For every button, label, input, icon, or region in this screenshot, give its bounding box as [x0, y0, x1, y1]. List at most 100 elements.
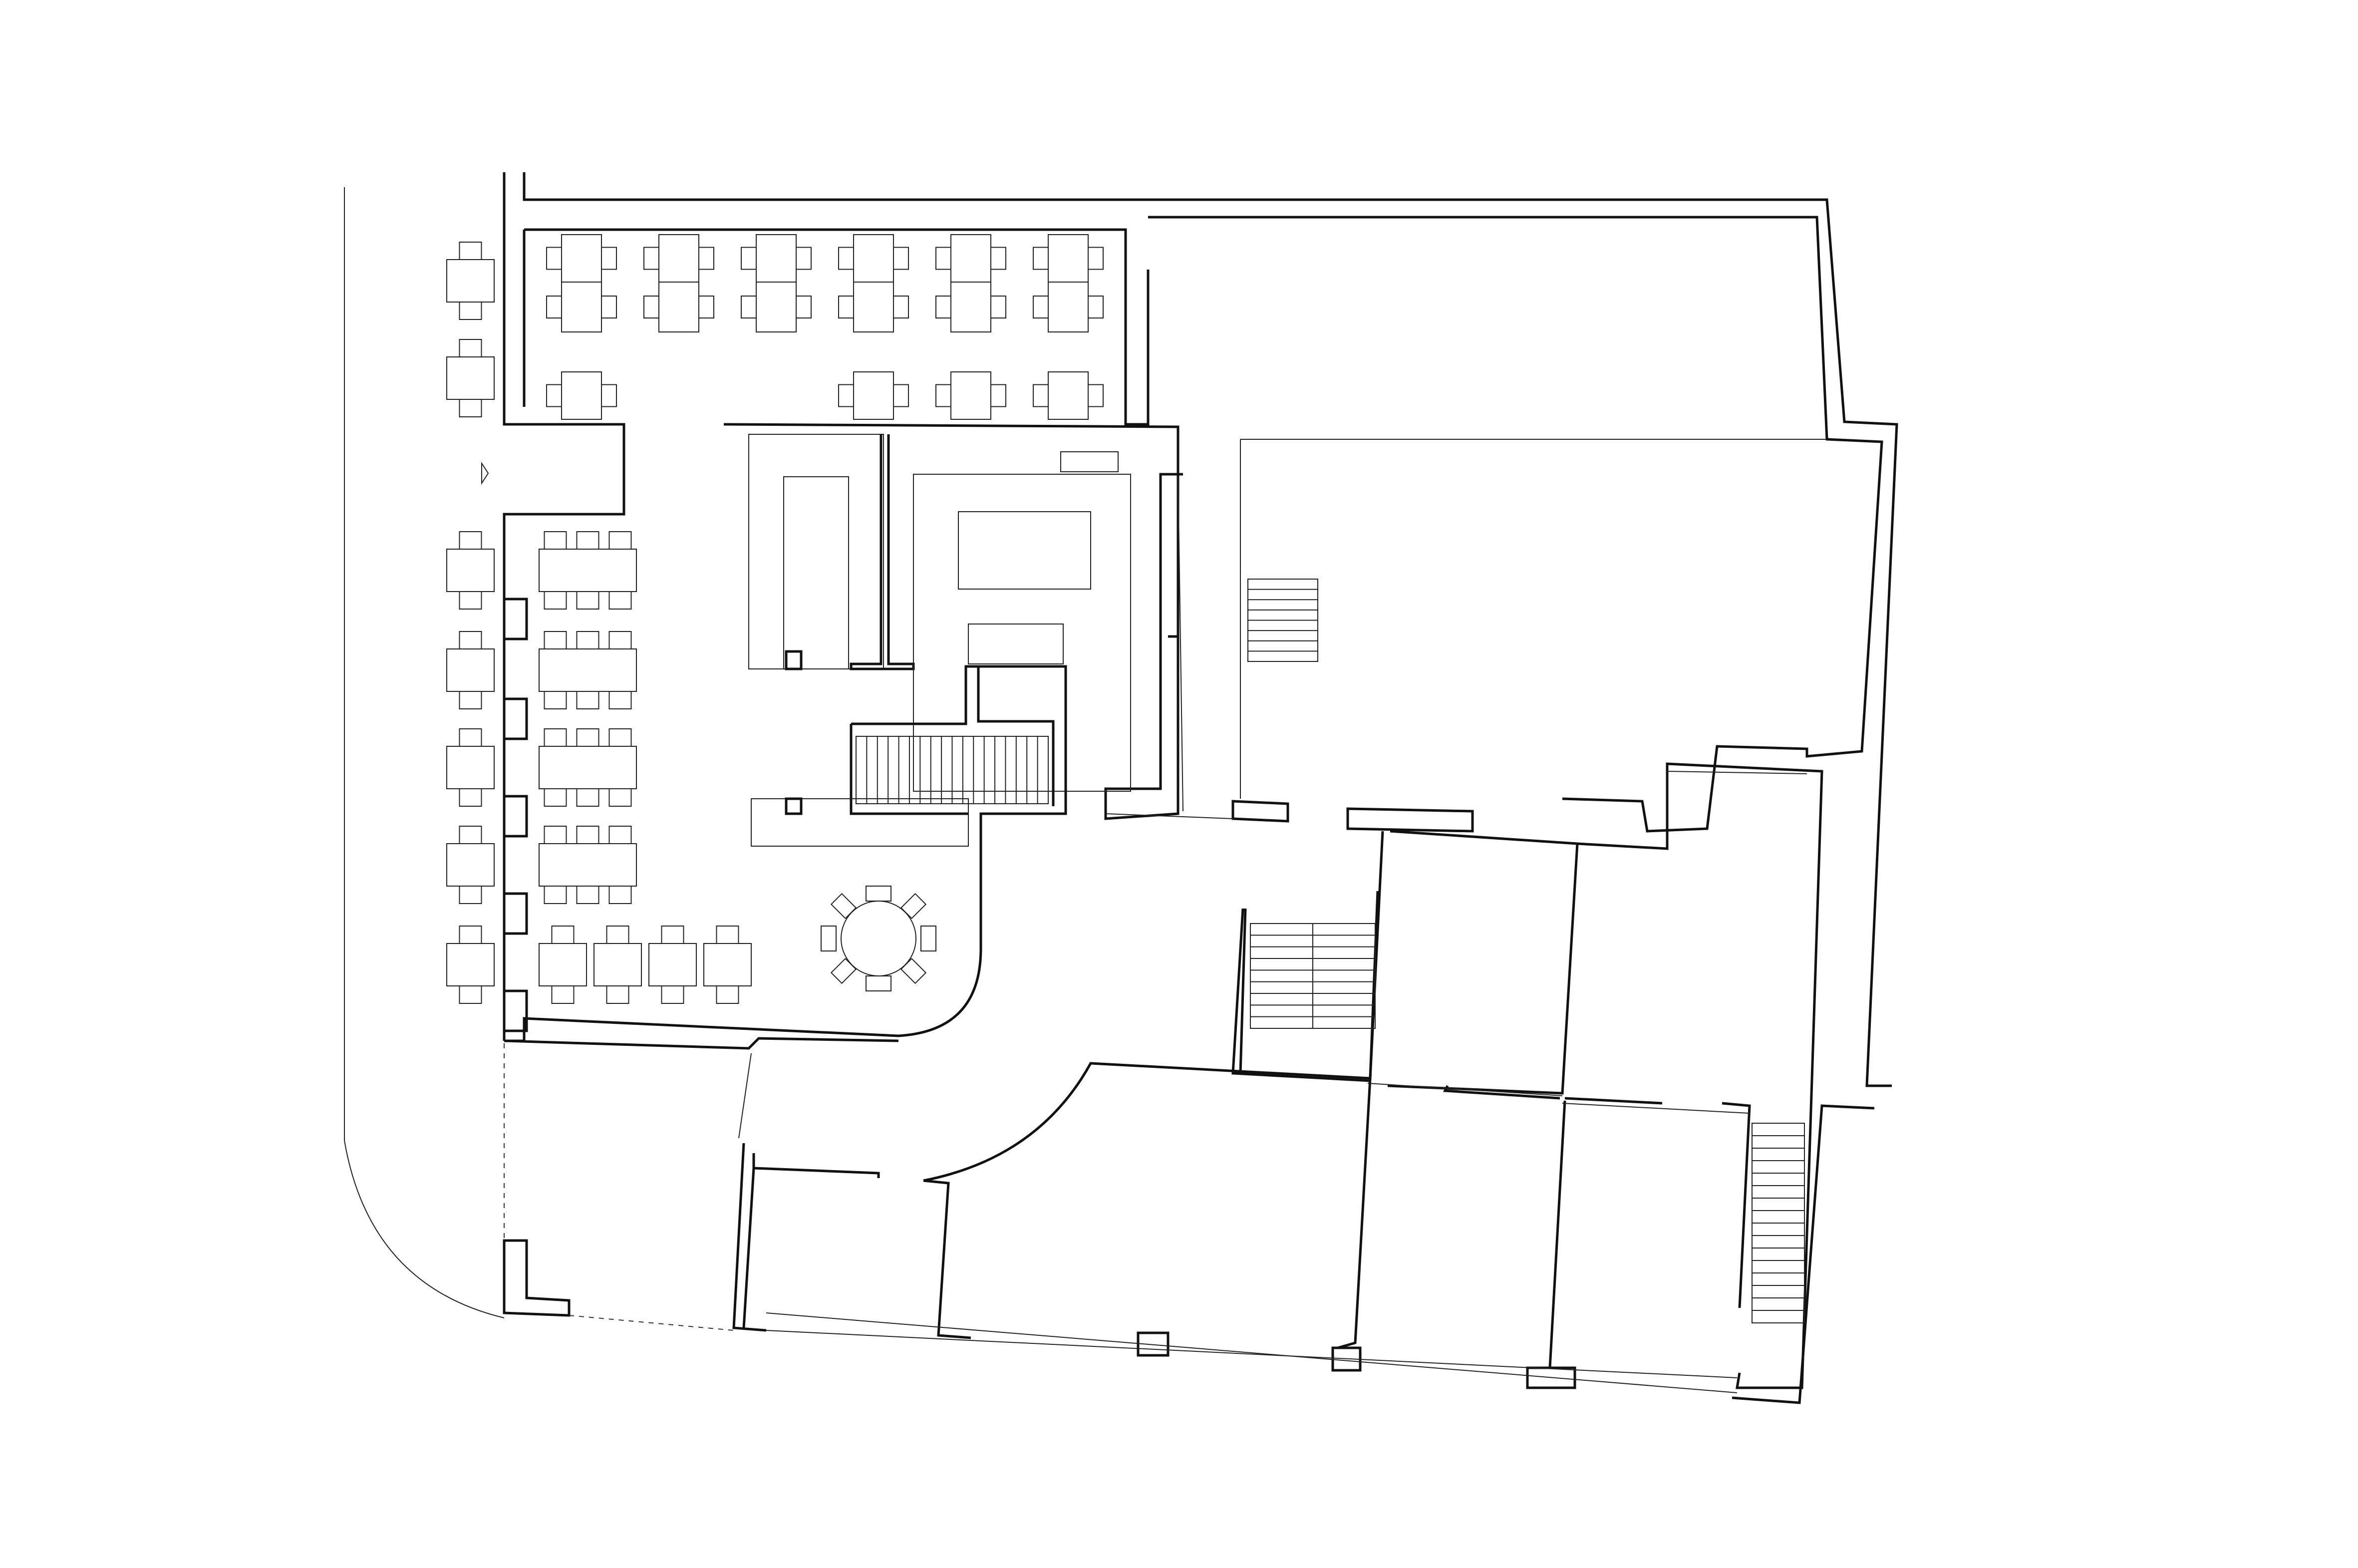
restaurant-walls	[503, 172, 1898, 1404]
table	[756, 234, 797, 283]
table	[853, 371, 894, 420]
chair	[830, 957, 857, 984]
chair	[1088, 296, 1104, 318]
kitchen-hood	[1060, 451, 1119, 472]
chair	[608, 788, 632, 807]
table-set	[1033, 282, 1104, 332]
table-set	[446, 826, 495, 904]
chair	[459, 728, 482, 747]
table-set	[539, 531, 637, 610]
chair	[459, 242, 482, 260]
table-set	[935, 282, 1006, 332]
chair	[544, 691, 567, 709]
table	[950, 282, 991, 332]
chair	[1088, 384, 1104, 407]
kitchen-counter	[783, 476, 849, 669]
chair	[1088, 247, 1104, 270]
table-set	[648, 926, 697, 1004]
west-pier	[503, 892, 528, 935]
courtyard-wall	[504, 1037, 899, 1050]
chair	[796, 296, 812, 318]
table-set	[539, 728, 637, 807]
chair	[741, 247, 757, 270]
chair	[608, 591, 632, 610]
courtyard-stair	[1250, 923, 1376, 1029]
west-pier	[503, 598, 528, 640]
table	[950, 371, 991, 420]
table-set	[935, 234, 1006, 283]
chair	[544, 886, 567, 904]
chair	[544, 826, 567, 844]
chair	[830, 893, 857, 920]
chair	[544, 591, 567, 610]
kitchen-block	[723, 423, 1183, 820]
chair	[838, 384, 854, 407]
west-pier	[503, 795, 528, 838]
table-set	[446, 339, 495, 417]
table	[446, 943, 495, 986]
table-set	[643, 282, 714, 332]
chair	[1033, 296, 1049, 318]
table	[539, 746, 637, 789]
chair	[606, 985, 629, 1004]
chair	[893, 384, 909, 407]
stair-core-lower	[850, 724, 968, 815]
table	[446, 259, 495, 303]
table-set	[593, 926, 642, 1004]
chair	[838, 247, 854, 270]
entrance-marker-icon	[481, 461, 489, 485]
chair	[643, 296, 659, 318]
table-set	[643, 234, 714, 283]
kitchen-stove	[968, 624, 1064, 664]
table-set	[546, 234, 617, 283]
table-set	[446, 728, 495, 807]
north-dining-inner	[523, 228, 1150, 426]
south-pier	[1137, 1331, 1170, 1357]
chair	[900, 893, 927, 920]
east-rooms	[1231, 800, 1474, 833]
south-facade	[1732, 1104, 1875, 1404]
table-set	[539, 926, 587, 1004]
chair	[576, 728, 599, 747]
facade-glazing-lines	[738, 476, 1807, 1393]
table-set	[446, 531, 495, 610]
table	[593, 943, 642, 986]
west-wall-lower	[503, 1239, 571, 1317]
chair	[893, 296, 909, 318]
table	[446, 843, 495, 887]
kitchen-partition	[850, 434, 915, 670]
table	[446, 549, 495, 592]
chair	[935, 247, 951, 270]
chair	[544, 531, 567, 550]
chair	[716, 926, 739, 944]
table	[539, 943, 587, 986]
table	[446, 648, 495, 692]
chair	[990, 296, 1006, 318]
chair	[661, 926, 684, 944]
east-room-d	[1443, 1085, 1751, 1308]
table-set	[741, 234, 812, 283]
table	[1048, 234, 1089, 283]
chair	[608, 886, 632, 904]
table	[703, 943, 752, 986]
chair	[1033, 384, 1049, 407]
chair	[821, 926, 837, 951]
chair	[990, 247, 1006, 270]
property-line	[504, 1043, 734, 1331]
chair	[551, 926, 575, 944]
table	[1048, 282, 1089, 332]
chair	[716, 985, 739, 1004]
stair-core	[504, 665, 1067, 1042]
kitchen-room	[913, 474, 1131, 792]
table	[658, 282, 699, 332]
table	[648, 943, 697, 986]
chair	[601, 384, 617, 407]
chair	[546, 384, 562, 407]
table-set	[838, 234, 909, 283]
table-set	[741, 282, 812, 332]
chair	[935, 296, 951, 318]
chair	[576, 886, 599, 904]
chair	[608, 531, 632, 550]
chair	[576, 826, 599, 844]
